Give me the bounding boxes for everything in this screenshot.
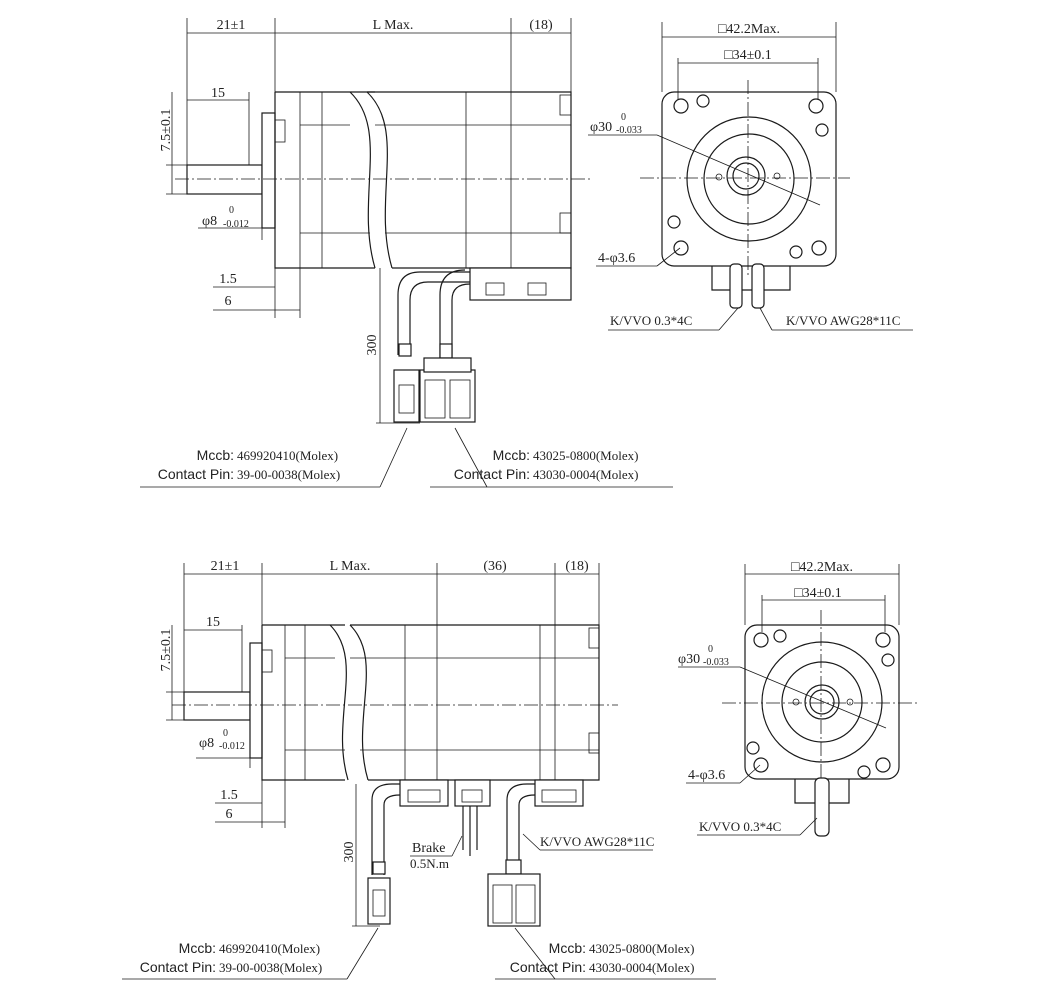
dim-flange: 21±1 — [217, 18, 246, 33]
conn2-mccb-value: 43025-0800(Molex) — [589, 941, 694, 956]
dim-pilot: φ30 — [678, 652, 700, 667]
conn2-pin-label: Contact Pin: — [454, 466, 530, 482]
conn1-mccb-value: 469920410(Molex) — [219, 941, 320, 956]
dim-cable-length: 300 — [365, 335, 380, 356]
dim-shaft-length: 15 — [206, 615, 220, 630]
dim-shaft-dia-lower: -0.012 — [223, 219, 249, 230]
top-front-view: □42.2Max. □34±0.1 φ30 0 -0.033 4-φ3.6 — [588, 22, 913, 331]
dim-1-5: 1.5 — [219, 272, 237, 287]
dim-1-5: 1.5 — [220, 788, 238, 803]
conn2-pin-value: 43030-0004(Molex) — [533, 467, 638, 482]
conn1-pin-label: Contact Pin: — [158, 466, 234, 482]
conn1-mccb-label: Mccb: — [179, 940, 216, 956]
conn2-mccb-value: 43025-0800(Molex) — [533, 448, 638, 463]
cable-encoder-label: K/VVO AWG28*11C — [786, 313, 900, 328]
conn1-mccb-label: Mccb: — [197, 447, 234, 463]
bottom-front-view: □42.2Max. □34±0.1 φ30 0 -0.033 4-φ3.6 — [678, 560, 918, 837]
dim-holes: 4-φ3.6 — [688, 768, 725, 783]
dim-outer: □42.2Max. — [718, 22, 780, 37]
brake-label: Brake — [412, 841, 445, 856]
dim-pilot: φ30 — [590, 120, 612, 135]
dim-pitch: □34±0.1 — [724, 48, 772, 63]
dim-pilot-lower: -0.033 — [616, 125, 642, 136]
conn2-mccb-label: Mccb: — [493, 447, 530, 463]
conn1-pin-value: 39-00-0038(Molex) — [237, 467, 340, 482]
dim-pilot-upper: 0 — [621, 112, 626, 123]
dim-flat: 7.5±0.1 — [159, 109, 174, 152]
dim-pitch: □34±0.1 — [794, 586, 842, 601]
dim-length: L Max. — [330, 559, 371, 574]
dim-length: L Max. — [373, 18, 414, 33]
brake-value: 0.5N.m — [410, 856, 449, 871]
dim-flange: 21±1 — [211, 559, 240, 574]
dim-pilot-lower: -0.033 — [703, 657, 729, 668]
cable-power-label: K/VVO 0.3*4C — [699, 819, 781, 834]
cable-encoder-label: K/VVO AWG28*11C — [540, 834, 654, 849]
conn1-mccb-value: 469920410(Molex) — [237, 448, 338, 463]
conn2-pin-label: Contact Pin: — [510, 959, 586, 975]
dim-shaft-dia: φ8 — [199, 736, 214, 751]
dim-shaft-dia: φ8 — [202, 214, 217, 229]
cable-power-label: K/VVO 0.3*4C — [610, 313, 692, 328]
conn2-mccb-label: Mccb: — [549, 940, 586, 956]
dim-flat: 7.5±0.1 — [159, 629, 174, 672]
dim-outer: □42.2Max. — [791, 560, 853, 575]
bottom-side-view: 21±1 L Max. (36) (18) 15 7.5±0.1 — [122, 559, 716, 980]
conn2-pin-value: 43030-0004(Molex) — [589, 960, 694, 975]
conn1-pin-label: Contact Pin: — [140, 959, 216, 975]
dim-6: 6 — [226, 807, 233, 822]
conn1-pin-value: 39-00-0038(Molex) — [219, 960, 322, 975]
dim-brake-length: (36) — [483, 559, 507, 574]
dim-shaft-dia-upper: 0 — [223, 728, 228, 739]
dim-shaft-length: 15 — [211, 86, 225, 101]
dim-shaft-dia-lower: -0.012 — [219, 741, 245, 752]
dim-holes: 4-φ3.6 — [598, 251, 635, 266]
top-side-view: 21±1 L Max. (18) 15 7.5±0.1 — [140, 18, 673, 488]
dim-rear: (18) — [565, 559, 589, 574]
dim-pilot-upper: 0 — [708, 644, 713, 655]
dim-cable-length: 300 — [342, 842, 357, 863]
dim-shaft-dia-upper: 0 — [229, 205, 234, 216]
dim-6: 6 — [225, 294, 232, 309]
dim-rear: (18) — [529, 18, 553, 33]
